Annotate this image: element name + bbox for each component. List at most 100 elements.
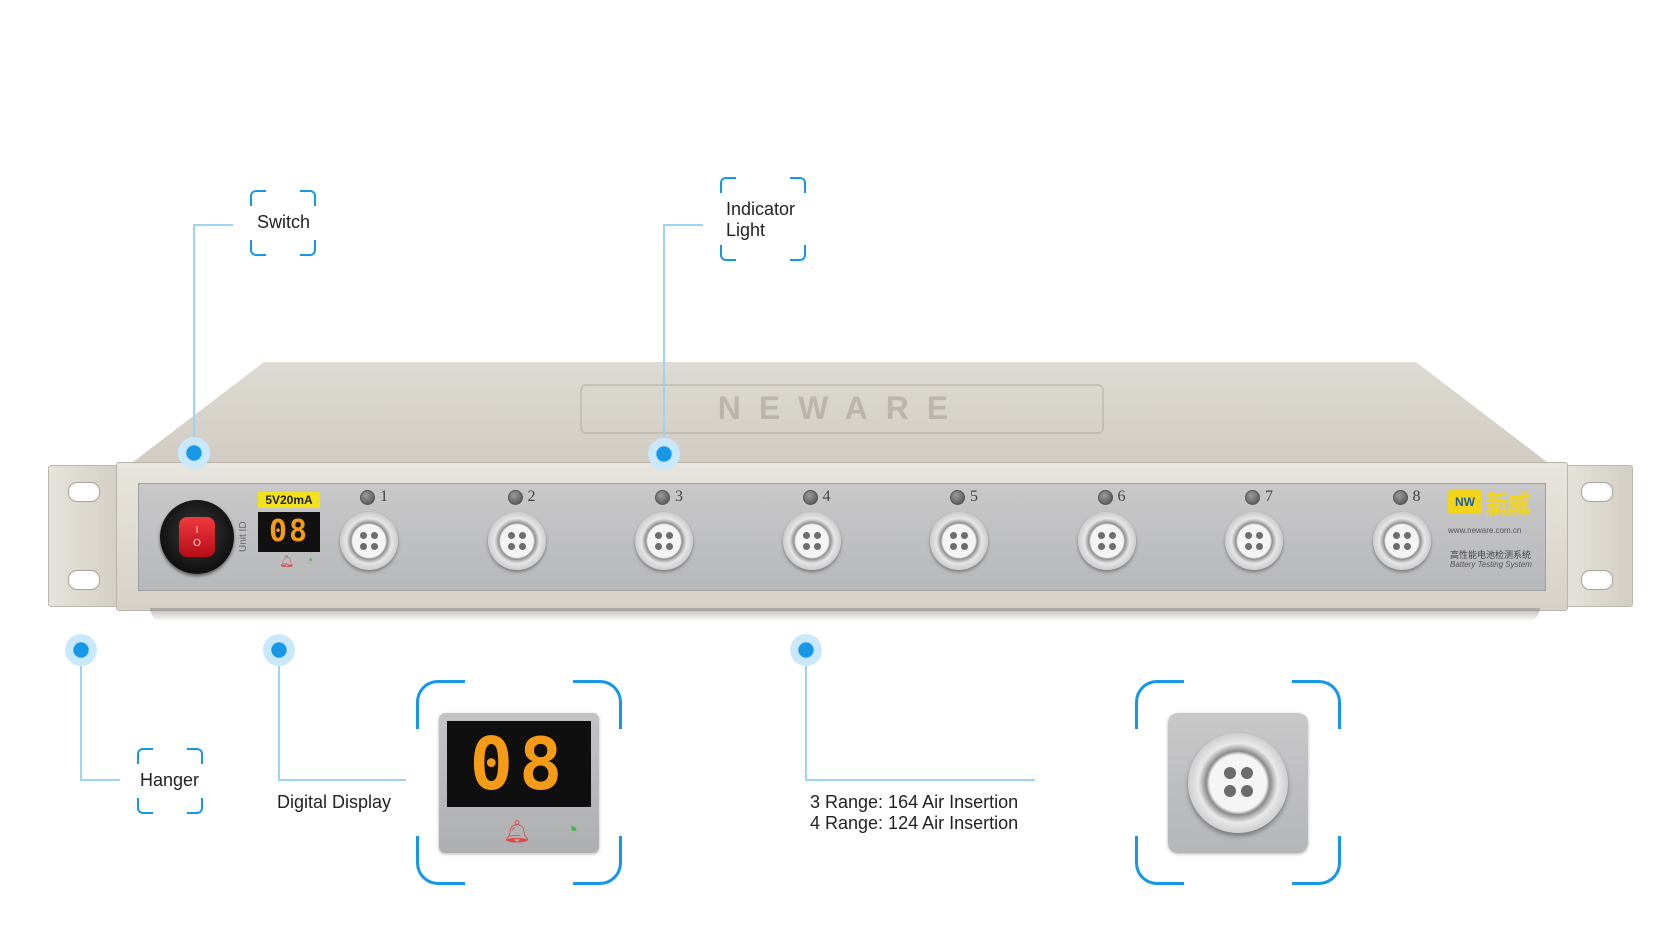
connector-callout-line (805, 779, 1035, 781)
connector-pin (813, 532, 821, 539)
indicator-callout-line (663, 224, 665, 438)
channel-5[interactable]: 5 (924, 488, 1014, 584)
channel-number: 1 (380, 488, 388, 505)
connector-pin (518, 543, 526, 550)
channel-2[interactable]: 2 (482, 488, 572, 584)
channel-4[interactable]: 4 (777, 488, 867, 584)
channel-connector[interactable] (782, 512, 841, 570)
connector-pin (1245, 532, 1252, 539)
indicator-callout-line (663, 224, 703, 226)
indicator-label-line1: Indicator (726, 199, 796, 219)
connector-pin (1108, 543, 1116, 550)
connector-pin (1245, 543, 1252, 550)
channel-number: 4 (822, 488, 831, 505)
connector-pin (1097, 543, 1105, 550)
connector-pin (371, 532, 378, 539)
brand-tagline-en: Battery Testing System (1450, 560, 1532, 569)
brand-tagline-cn: 高性能电池检测系统 (1450, 550, 1532, 560)
channel-8[interactable]: 8 (1367, 488, 1457, 584)
embossed-logo-text: NEWARE (717, 390, 967, 426)
brand-logo-icon: NW (1448, 490, 1482, 514)
indicator-light (1245, 490, 1260, 505)
power-rocker[interactable]: I O (179, 517, 215, 557)
connector-pin (1108, 532, 1116, 539)
connector-pin (507, 543, 515, 550)
connector-pin (1256, 543, 1263, 550)
channel-1[interactable]: 1 (334, 488, 424, 584)
switch-on-symbol: I (195, 525, 199, 536)
connector-callout-line (805, 666, 807, 779)
bell-icon: 🔔︎ (503, 819, 531, 844)
connector-pin (371, 543, 378, 550)
indicator-light (655, 490, 670, 505)
wifi-icon: ◔ (565, 817, 579, 842)
connector-pin (1392, 543, 1400, 550)
switch-callout-dot (178, 437, 210, 469)
hanger-label: Hanger (140, 770, 200, 790)
brand-name-cn: 新威 (1486, 491, 1531, 516)
range-badge: 5V20mA (258, 492, 320, 508)
hanger-callout-line (80, 666, 82, 779)
display-zoom-frame (416, 680, 622, 885)
range-line-1: 3 Range: 164 Air Insertion (810, 792, 1019, 812)
connector-pin (813, 543, 821, 550)
connector-pin (507, 532, 515, 539)
channel-connector[interactable] (930, 512, 988, 570)
indicator-light (950, 490, 965, 505)
brand-logo-block: NW 新威 NEWARE (1448, 490, 1538, 526)
switch-label-frame: Switch (250, 190, 316, 256)
power-switch[interactable]: I O (160, 500, 234, 574)
connector-pin (1392, 532, 1400, 539)
switch-off-symbol: O (193, 538, 201, 549)
device-top-cover (120, 362, 1560, 472)
connector-pin (518, 532, 526, 539)
display-callout-dot (263, 634, 295, 666)
display-callout-line (278, 779, 406, 781)
connector-pin (1097, 532, 1105, 539)
indicator-light (802, 490, 818, 505)
digital-display-label: Digital Display (277, 792, 392, 812)
channel-connector[interactable] (635, 512, 693, 570)
connector-pin (961, 543, 968, 550)
channel-number: 8 (1412, 488, 1421, 505)
switch-callout-line (193, 224, 195, 437)
indicator-light (1392, 490, 1408, 505)
indicator-light (1097, 490, 1113, 505)
channel-6[interactable]: 6 (1072, 488, 1162, 584)
connector-pin (655, 543, 662, 550)
connector-pin (666, 543, 673, 550)
channel-number: 5 (970, 488, 978, 505)
hanger-hole (1581, 482, 1613, 502)
indicator-callout-dot (648, 438, 680, 470)
channel-connector[interactable] (1225, 512, 1283, 570)
hanger-left (48, 465, 120, 607)
switch-label: Switch (257, 212, 311, 232)
connector-callout-dot (790, 634, 822, 666)
connector-pin (961, 532, 968, 539)
channel-number: 7 (1265, 488, 1273, 505)
channel-connector[interactable] (340, 512, 398, 570)
channel-number: 3 (675, 488, 683, 505)
hanger-label-frame: Hanger (137, 748, 203, 814)
unit-id-display: 08 (258, 512, 320, 552)
zoom-display-digits: 08 (447, 721, 591, 807)
embossed-logo: NEWARE (580, 384, 1104, 434)
connector-pin (950, 532, 957, 539)
connector-pin (802, 543, 810, 550)
indicator-light (507, 490, 523, 505)
hanger-hole (1581, 570, 1613, 590)
channel-connector[interactable] (1077, 512, 1136, 570)
switch-callout-line (193, 224, 233, 226)
channel-7[interactable]: 7 (1219, 488, 1309, 584)
hanger-callout-line (80, 779, 120, 781)
device-shadow (150, 608, 1540, 622)
channel-connector[interactable] (1372, 512, 1431, 570)
channel-connector[interactable] (487, 512, 546, 570)
connector-pin (1403, 543, 1411, 550)
connector-zoom-socket (1188, 733, 1288, 833)
channel-number: 2 (527, 488, 536, 505)
connector-pin (1241, 785, 1253, 797)
channel-3[interactable]: 3 (629, 488, 719, 584)
display-zoom: 08 🔔︎ ◔ (439, 713, 599, 853)
channel-number: 6 (1117, 488, 1126, 505)
